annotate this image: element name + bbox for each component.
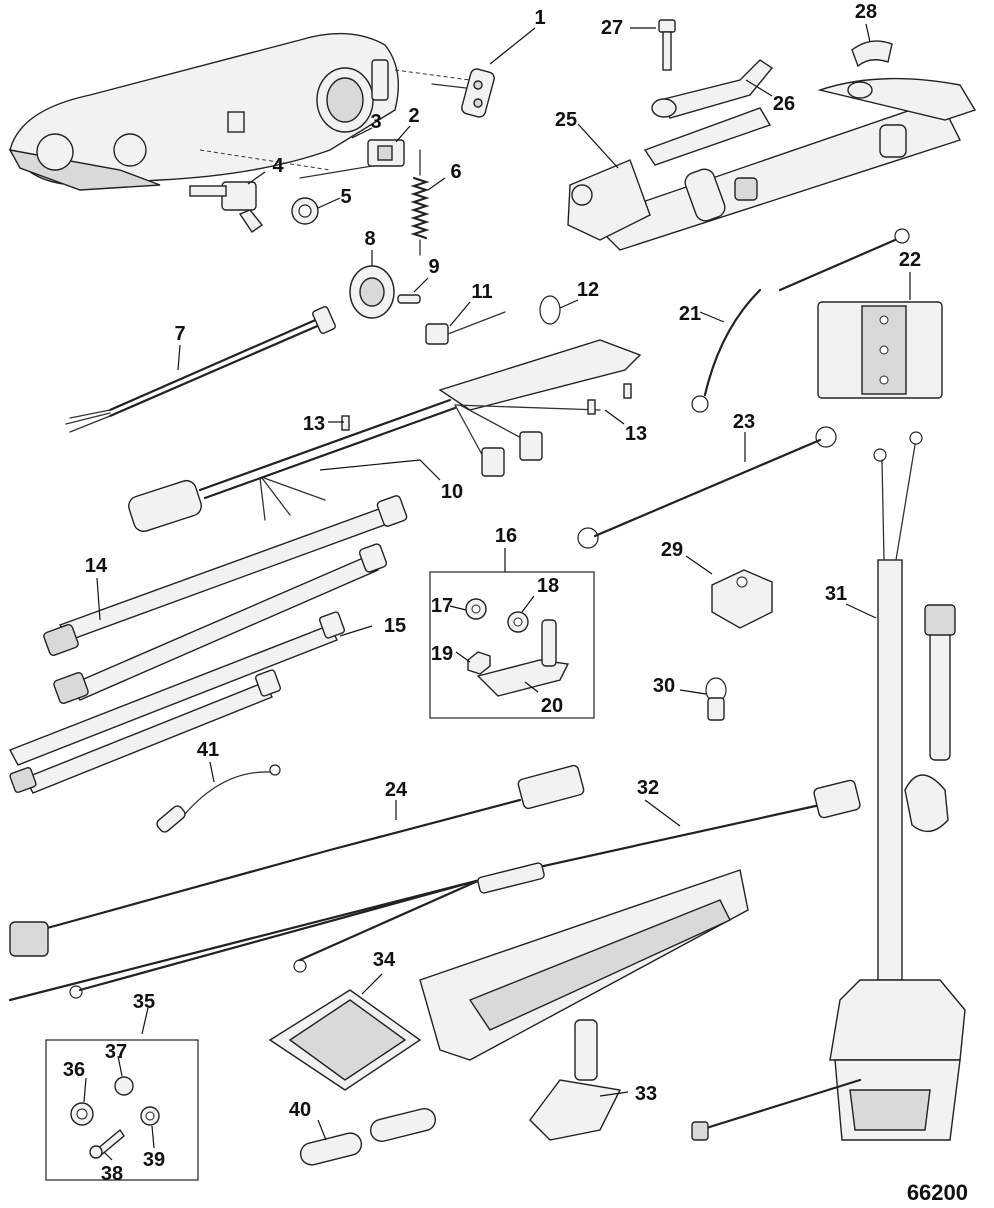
callout-2: 2: [408, 105, 419, 127]
callout-29: 29: [661, 539, 683, 561]
callout-7: 7: [174, 323, 185, 345]
kit-35-box: [45, 1039, 199, 1181]
part-31-motor: [691, 431, 966, 1141]
callout-41: 41: [197, 739, 219, 761]
callout-35: 35: [133, 991, 155, 1013]
part-14-hoses: [43, 495, 408, 704]
part-25-steering-cylinder: [567, 77, 977, 251]
part-33-bracket: [419, 869, 749, 1141]
part-12-cable-tie: [539, 295, 561, 325]
callout-33: 33: [635, 1083, 657, 1105]
callout-19: 19: [431, 643, 453, 665]
callout-8: 8: [364, 228, 375, 250]
part-41-sensor-lead: [156, 764, 281, 833]
callout-32: 32: [637, 777, 659, 799]
part-4-key-switch: [189, 181, 264, 233]
callout-30: 30: [653, 675, 675, 697]
callout-13-left: 13: [303, 413, 325, 435]
callout-37: 37: [105, 1041, 127, 1063]
callout-6: 6: [450, 161, 461, 183]
callout-36: 36: [63, 1059, 85, 1081]
part-22-plate: [817, 301, 943, 399]
figure-number: 66200: [907, 1180, 968, 1205]
callout-9: 9: [428, 256, 439, 278]
callout-13-right: 13: [625, 423, 647, 445]
callout-12: 12: [577, 279, 599, 301]
part-10-harness: [128, 339, 642, 533]
callout-18: 18: [537, 575, 559, 597]
part-11-connector: [425, 311, 506, 345]
callout-28: 28: [855, 1, 877, 23]
part-32-harness: [8, 779, 861, 1002]
part-21-ground-strap: [691, 228, 910, 413]
part-30-clip: [705, 677, 727, 721]
control-housing: [8, 32, 471, 191]
callout-22: 22: [899, 249, 921, 271]
part-15-hoses: [9, 611, 346, 794]
part-9-screw: [397, 294, 421, 304]
part-24-harness: [9, 764, 585, 957]
part-5-washer: [291, 197, 319, 225]
part-27-bolt: [658, 19, 676, 71]
callout-27: 27: [601, 17, 623, 39]
leader-lines: [83, 23, 911, 1161]
callout-39: 39: [143, 1149, 165, 1171]
callout-31: 31: [825, 583, 847, 605]
part-7-harness: [65, 306, 336, 433]
part-8-trim-switch: [349, 265, 395, 319]
callout-16: 16: [495, 525, 517, 547]
callout-labels: 1 2 3 4 5 6 7 8 9 10 11 12 13 13 14 15 1…: [63, 1, 968, 1205]
callout-40: 40: [289, 1099, 311, 1121]
callout-3: 3: [370, 111, 381, 133]
callout-10: 10: [441, 481, 463, 503]
part-6-spring: [410, 149, 430, 256]
callout-21: 21: [679, 303, 701, 325]
callout-4: 4: [272, 155, 284, 177]
callout-20: 20: [541, 695, 563, 717]
part-28-boot: [851, 40, 893, 68]
callout-17: 17: [431, 595, 453, 617]
part-40-sleeves: [299, 1107, 437, 1166]
callout-14: 14: [85, 555, 108, 577]
callout-38: 38: [101, 1163, 123, 1185]
callout-15: 15: [384, 615, 406, 637]
callout-34: 34: [373, 949, 396, 971]
part-23-ground-strap: [577, 426, 837, 549]
callout-23: 23: [733, 411, 755, 433]
part-26-steering-link: [651, 59, 774, 119]
callout-26: 26: [773, 93, 795, 115]
part-2-switch: [299, 139, 405, 179]
callout-25: 25: [555, 109, 577, 131]
part-34-ecu: [268, 989, 422, 1091]
kit-16-box: [429, 571, 595, 719]
callout-5: 5: [340, 186, 351, 208]
callout-11: 11: [471, 281, 492, 303]
callout-1: 1: [534, 7, 545, 29]
part-13-screws: [341, 383, 632, 431]
part-1-connector-plate: [431, 68, 495, 118]
callout-24: 24: [385, 779, 408, 801]
part-29-relay: [711, 569, 773, 629]
